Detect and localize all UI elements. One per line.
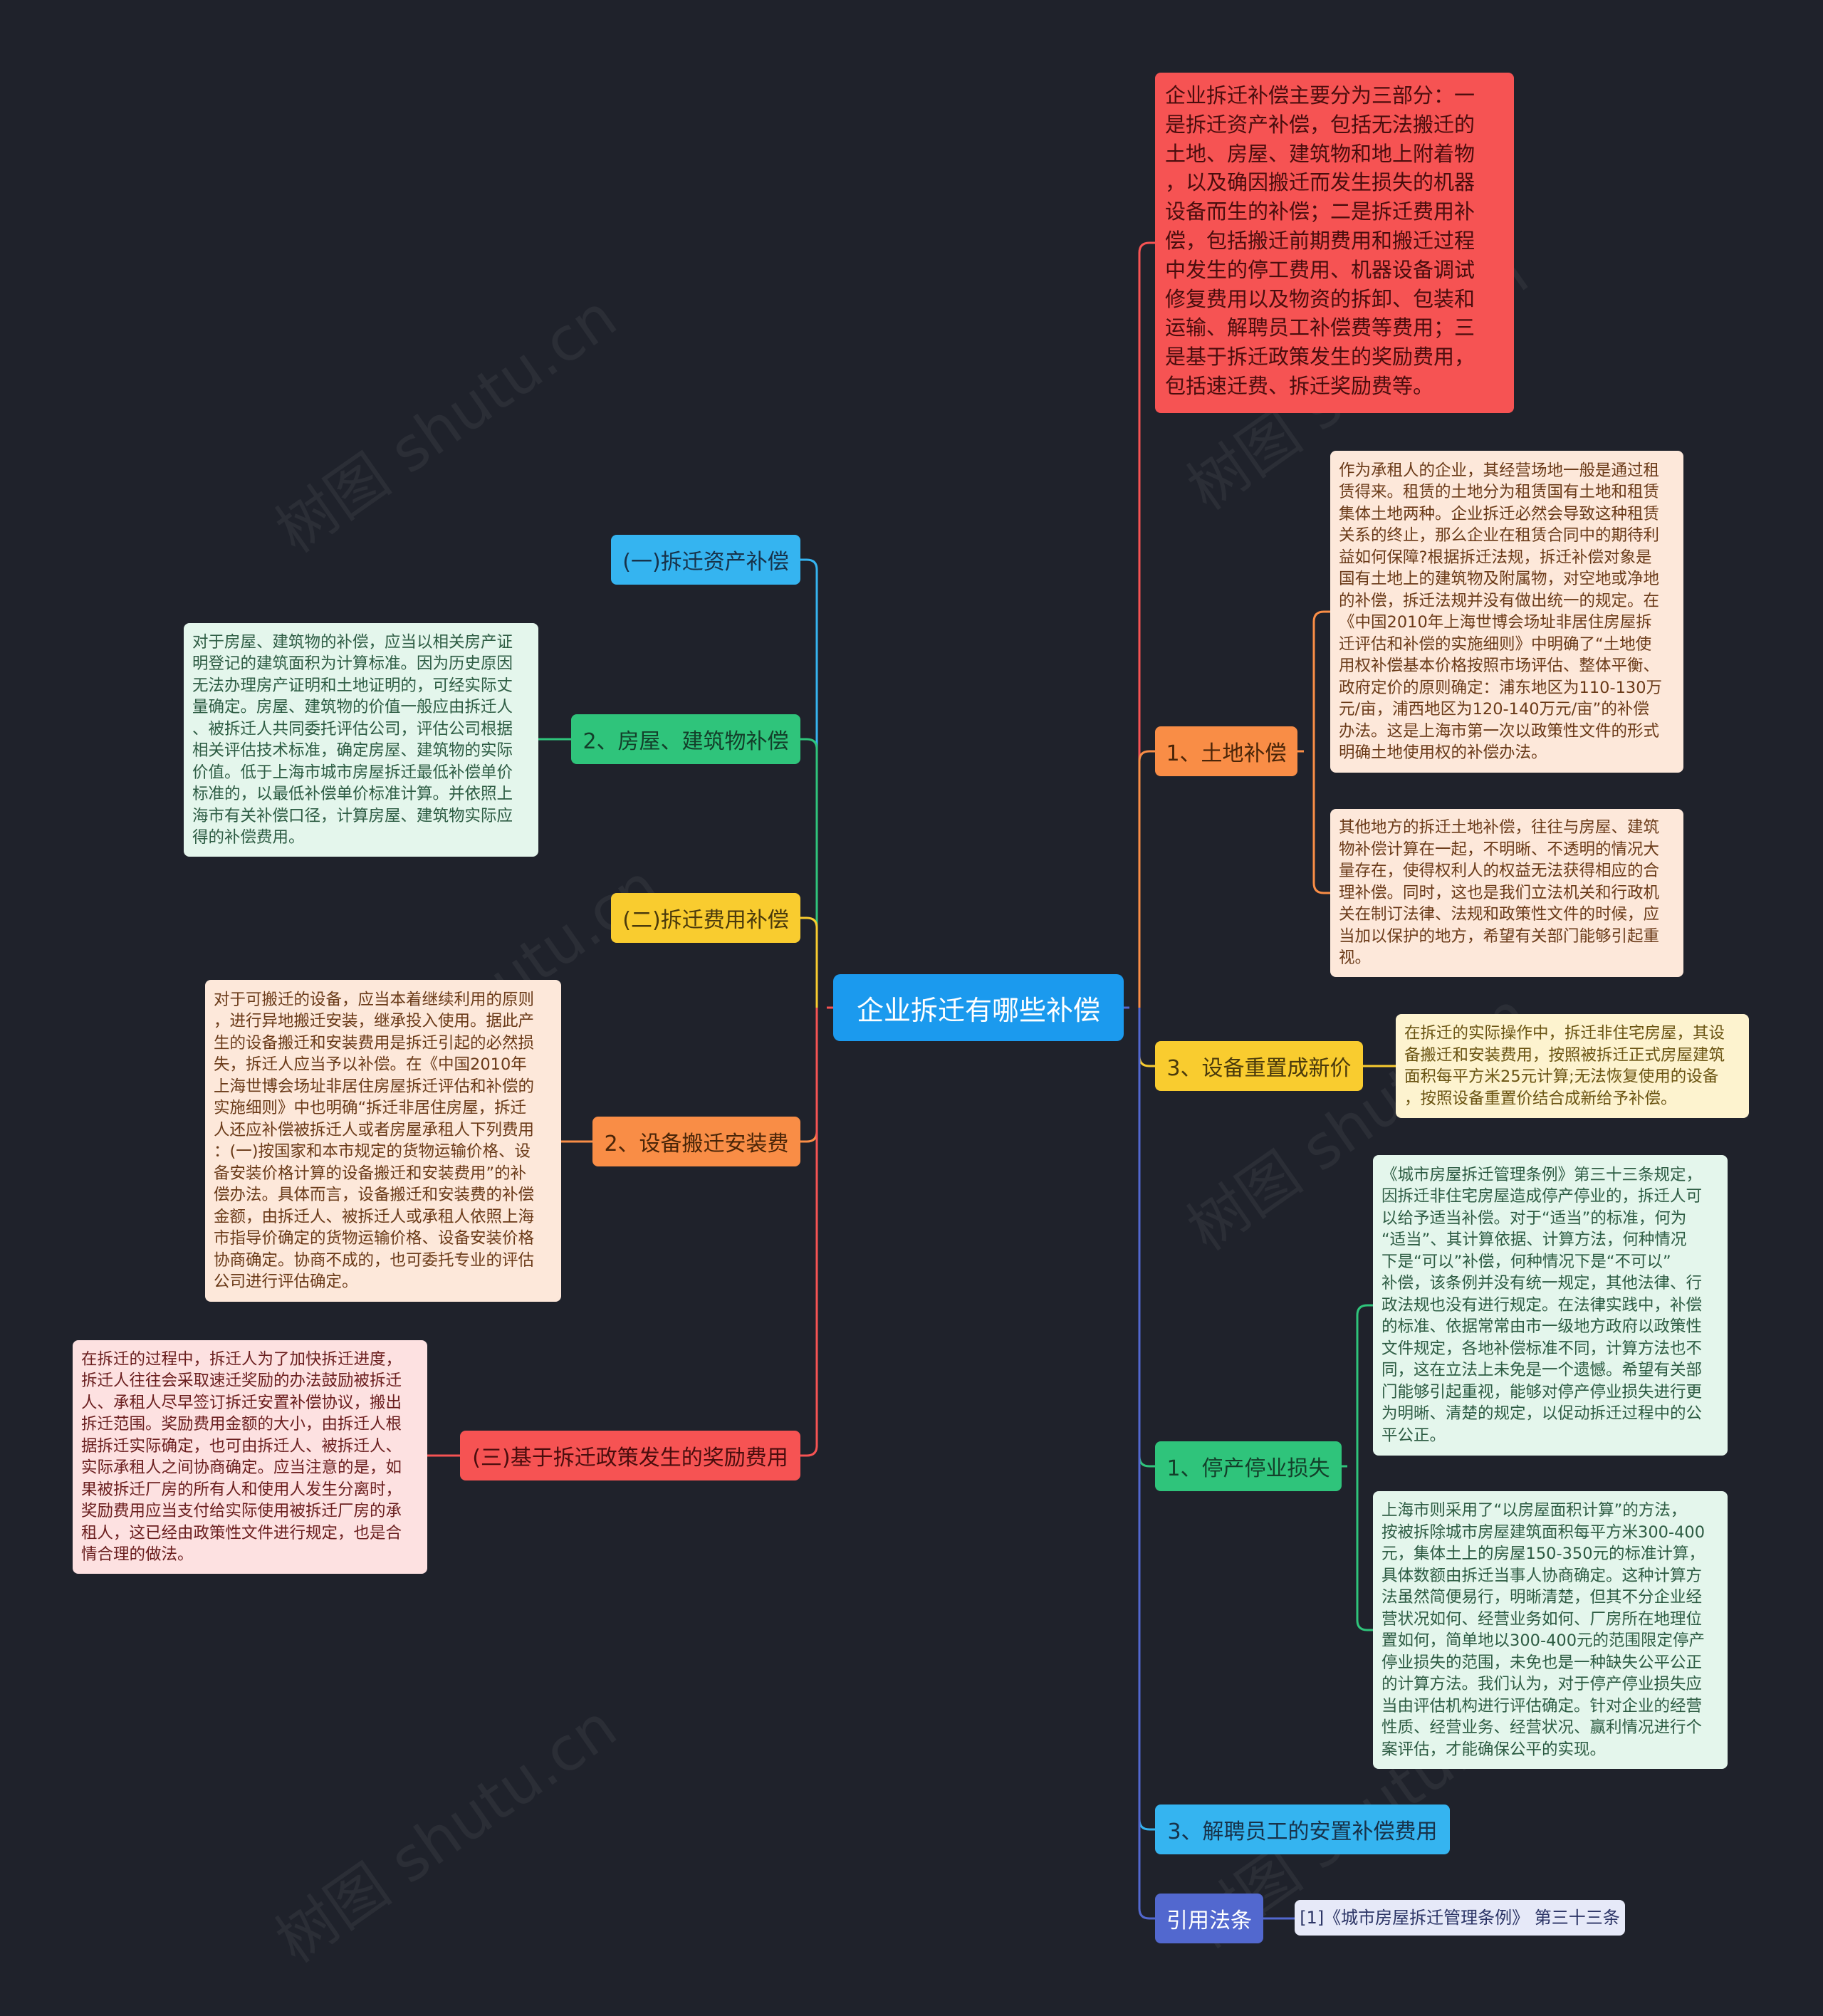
note-business-loss-regulation: 《城市房屋拆迁管理条例》第三十三条规定， 因拆迁非住宅房屋造成停产停业的，拆迁人… [1373,1155,1728,1456]
branch-land-compensation[interactable]: 1、土地补偿 [1155,726,1297,776]
branch-policy-reward[interactable]: (三)基于拆迁政策发生的奖励费用 [460,1431,800,1480]
note-land-lease: 作为承租人的企业，其经营场地一般是通过租 赁得来。租赁的土地分为租赁国有土地和租… [1330,451,1683,773]
note-cited-law: [1]《城市房屋拆迁管理条例》 第三十三条 [1295,1900,1625,1936]
branch-cited-law[interactable]: 引用法条 [1155,1894,1263,1943]
link-reset [1138,1008,1155,1067]
branch-staff-compensation[interactable]: 3、解聘员工的安置补偿费用 [1155,1805,1450,1854]
link-staff [1138,1008,1155,1831]
link-stop [1138,1008,1155,1468]
link-equip [800,1008,818,1143]
branch-equipment-replacement[interactable]: 3、设备重置成新价 [1155,1041,1363,1091]
note-business-loss-shanghai: 上海市则采用了“以房屋面积计算”的方法， 按被拆除城市房屋建筑面积每平方米300… [1373,1491,1728,1769]
branch-asset-compensation[interactable]: (一)拆迁资产补偿 [611,535,800,585]
summary-note: 企业拆迁补偿主要分为三部分：一 是拆迁资产补偿，包括无法搬迁的 土地、房屋、建筑… [1155,73,1514,413]
link-stop-note2 [1356,1466,1373,1631]
link-summary [1138,241,1155,1008]
branch-house-compensation[interactable]: 2、房屋、建筑物补偿 [571,714,800,764]
link-reward [800,1008,818,1457]
branch-fee-compensation[interactable]: (二)拆迁费用补偿 [611,893,800,943]
note-equipment-replacement: 在拆迁的实际操作中，拆迁非住宅房屋，其设 备搬迁和安装费用，按照被拆迁正式房屋建… [1396,1014,1749,1118]
note-policy-reward: 在拆迁的过程中，拆迁人为了加快拆迁进度， 拆迁人往往会采取速迁奖励的办法鼓励被拆… [73,1340,427,1574]
branch-business-loss[interactable]: 1、停产停业损失 [1155,1441,1342,1491]
link-land-note1 [1312,610,1330,751]
link-fee [800,916,818,1008]
link-land-note2 [1312,751,1330,894]
branch-equipment-relocation[interactable]: 2、设备搬迁安装费 [592,1117,800,1166]
link-law [1138,1008,1155,1920]
note-land-other-regions: 其他地方的拆迁土地补偿，往往与房屋、建筑 物补偿计算在一起，不明晰、不透明的情况… [1330,809,1683,977]
note-equipment-relocation: 对于可搬迁的设备，应当本着继续利用的原则 ，进行异地搬迁安装，继承投入使用。据此… [205,980,561,1302]
link-stop-note1 [1356,1304,1373,1466]
link-house [800,738,818,1008]
note-house-compensation: 对于房屋、建筑物的补偿，应当以相关房产证 明登记的建筑面积为计算标准。因为历史原… [184,623,538,857]
link-land [1138,750,1155,1008]
root-topic[interactable]: 企业拆迁有哪些补偿 [833,974,1124,1041]
link-asset [800,558,818,1008]
